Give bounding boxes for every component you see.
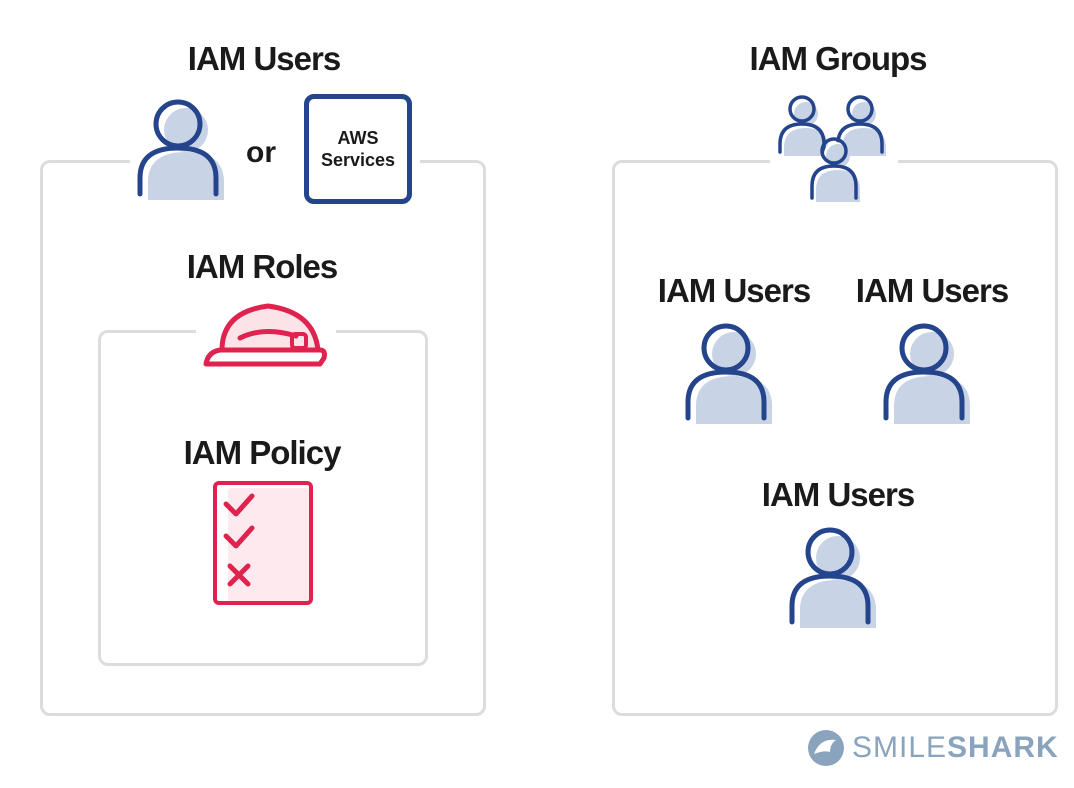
brand-smile-text: SMILE: [852, 731, 948, 764]
iam-roles-title: IAM Roles: [186, 248, 339, 285]
or-text: or: [246, 136, 276, 169]
iam-users-title: IAM Users: [187, 40, 341, 77]
user-icon: [685, 323, 772, 424]
iam-users-left-label: IAM Users: [657, 272, 811, 309]
iam-policy-title: IAM Policy: [183, 434, 342, 471]
brand-shark-text: SHARK: [947, 731, 1059, 764]
aws-services-line2: Services: [320, 150, 396, 170]
checklist-icon: [213, 481, 313, 605]
iam-groups-title: IAM Groups: [749, 40, 928, 77]
user-icon: [883, 323, 970, 424]
iam-users-bottom-label: IAM Users: [761, 476, 915, 513]
user-icon: [789, 527, 876, 628]
right-panel-frame: [612, 160, 1058, 716]
iam-users-right-label: IAM Users: [855, 272, 1009, 309]
shark-logo-icon: [808, 730, 844, 766]
aws-services-box: AWS Services: [304, 94, 412, 204]
user-group-icon: [778, 95, 886, 202]
smileshark-logo: SMILESHARK: [806, 728, 1059, 768]
aws-services-line1: AWS: [337, 127, 379, 148]
hard-hat-icon: [203, 303, 327, 367]
user-icon: [137, 99, 224, 200]
